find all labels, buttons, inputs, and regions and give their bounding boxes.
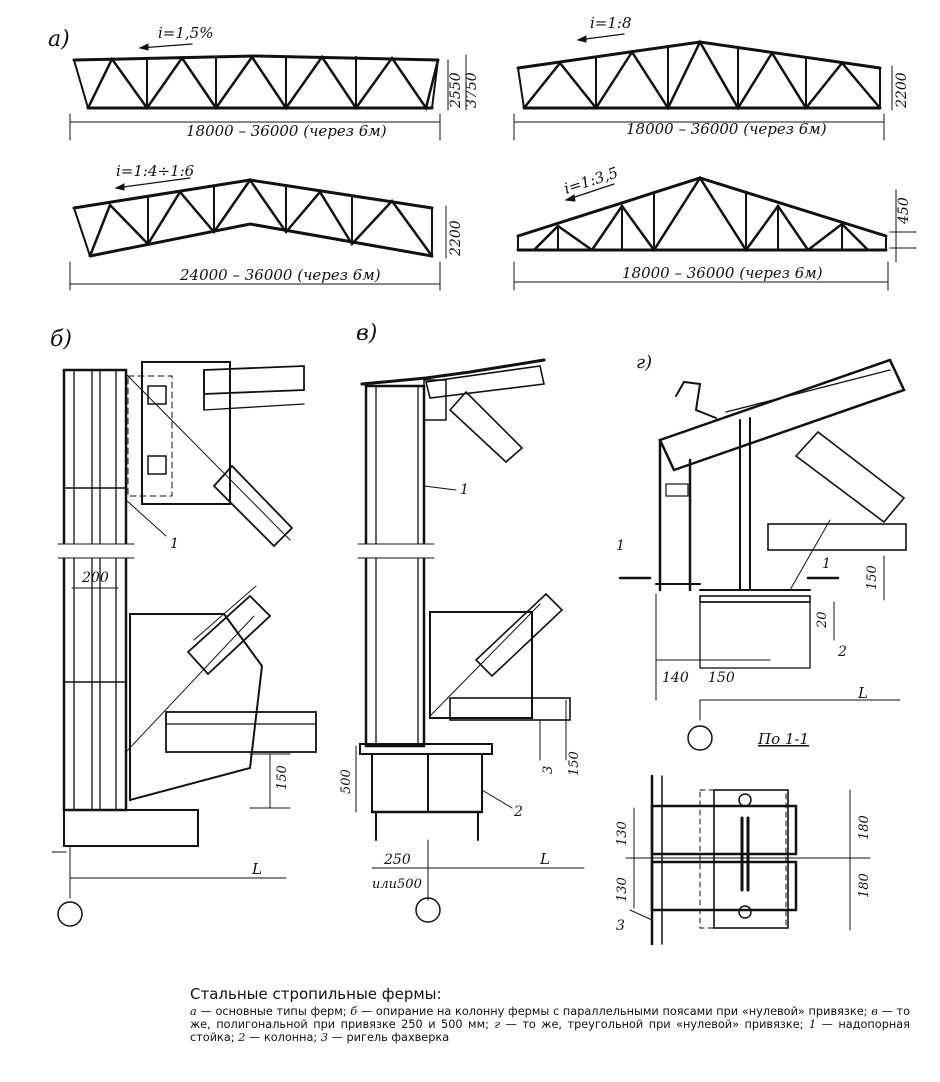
caption-title: Стальные стропильные фермы: [190,985,442,1003]
truss4-slope: i=1:3,5 [562,163,621,197]
truss-parallel-chords [69,43,467,141]
truss3-slope: i=1:4÷1:6 [116,162,195,180]
section-dim-180b: 180 [857,873,872,898]
caption-key-3: 3 [320,1031,329,1044]
g-dim-20: 20 [815,611,830,629]
v-dim-250-alt: или500 [372,877,422,892]
section-1-1 [625,774,871,946]
v-column-2: 2 [513,804,523,820]
g-dim-140: 140 [662,670,689,686]
caption-text-2: — колонна; [245,1031,321,1044]
detail-v-support [355,358,585,901]
truss3-span: 24000 – 36000 (через 6м) [179,266,381,284]
g-column-2: 2 [837,644,847,660]
v-span-l: L [539,850,550,868]
caption-key-b: б [350,1005,358,1018]
truss2-span: 18000 – 36000 (через 6м) [626,120,827,138]
b-dim-150: 150 [275,765,290,790]
g-span-l: L [857,684,868,702]
caption-key-a: а [190,1005,197,1018]
v-dim-250: 250 [383,852,411,868]
axis-marker-b [57,901,83,927]
b-dim-200: 200 [81,570,109,586]
panel-label-b: б) [50,327,72,352]
b-post-1: 1 [170,536,179,552]
caption-text-b: — опирание на колонну фермы с параллельн… [357,1005,872,1018]
v-post-1: 1 [460,482,469,498]
caption-text-v: — то же, полигональной при привязке 250 … [190,1005,910,1031]
panel-label-v: в) [356,321,377,346]
g-dim-150: 150 [865,565,880,590]
figure-caption: Стальные стропильные фермы: а — основные… [190,985,910,1044]
v-dim-3: 3 [541,766,556,774]
caption-text-g: — то же, треугольной при «нулевой» привя… [500,1018,809,1031]
caption-text-a: — основные типы ферм; [196,1005,351,1018]
section-dim-180a: 180 [857,815,872,840]
panel-label-a: а) [48,27,70,52]
caption-key-g: г [494,1018,501,1031]
truss2-height: 2200 [894,72,910,109]
truss4-height: 450 [896,197,912,225]
truss4-span: 18000 – 36000 (через 6м) [622,264,823,282]
section-title: По 1-1 [757,730,809,748]
v-dim-150: 150 [567,751,582,776]
detail-g-support [618,358,907,721]
truss1-height: 2550 [448,72,464,109]
axis-marker-v [415,897,441,923]
section-beam-3: 3 [616,918,625,934]
truss1-slope: i=1,5% [158,24,213,42]
truss-polygonal [513,33,893,141]
caption-key-v: в [871,1005,878,1018]
v-dim-500: 500 [339,769,354,794]
b-span-l: L [251,860,262,878]
caption-body: а — основные типы ферм; б — опирание на … [190,1005,910,1044]
g-section-mark-right: 1 [822,556,831,572]
caption-text-1: — надопорная стойка; [190,1018,910,1044]
section-dim-130a: 130 [615,821,630,846]
caption-key-2: 2 [238,1031,246,1044]
truss-triangular [513,175,917,291]
g-dim-150b: 150 [708,670,735,686]
panel-label-g: г) [636,352,652,373]
caption-text-3: — ригель фахверка [328,1031,450,1044]
truss1-height2: 3750 [464,72,480,108]
truss-raised-bottom-chord [69,177,447,291]
axis-marker-g [687,725,713,751]
g-section-mark-left: 1 [616,538,625,554]
section-dim-130b: 130 [615,877,630,902]
detail-b-support [51,361,317,899]
truss2-slope: i=1:8 [590,14,632,32]
caption-key-1: 1 [808,1018,817,1031]
technical-drawing: а) б) в) г) i=1,5% 18000 – 36000 (через … [48,14,917,946]
truss3-height: 2200 [448,220,464,257]
truss1-span: 18000 – 36000 (через 6м) [186,122,387,140]
